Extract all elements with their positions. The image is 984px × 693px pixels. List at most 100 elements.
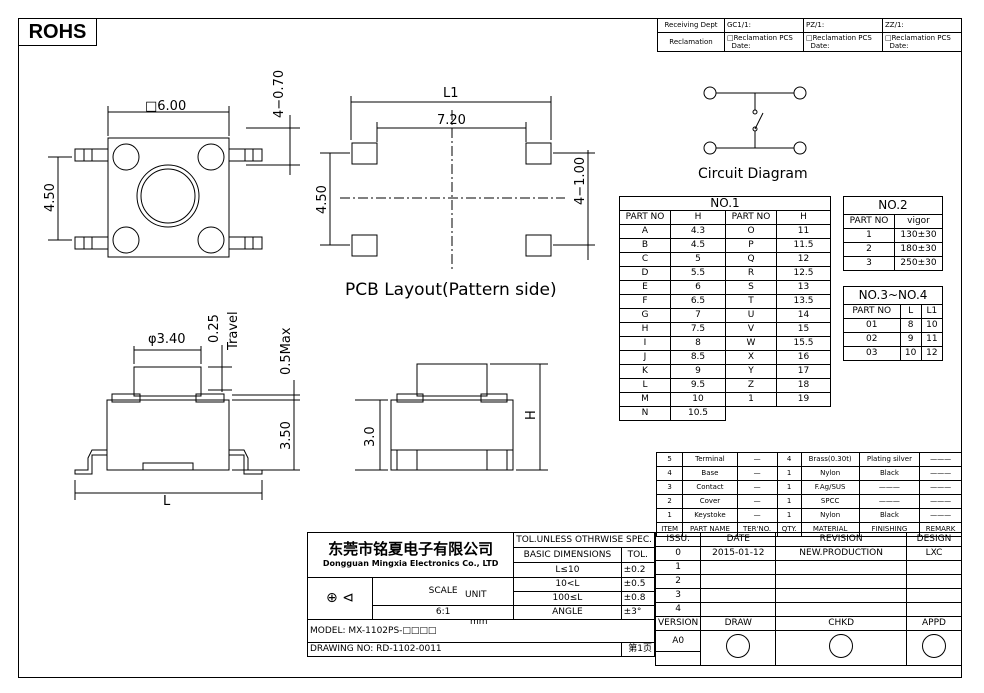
cell: 11	[776, 224, 831, 239]
cell: G	[619, 308, 671, 323]
cell	[726, 407, 777, 421]
cell: 5	[655, 452, 684, 467]
cell: R	[725, 266, 777, 281]
unit-label: UNIT	[465, 590, 487, 600]
design-val: LXC	[906, 546, 962, 561]
cell: A	[619, 224, 671, 239]
cell: 13.5	[776, 294, 831, 309]
cell	[906, 588, 962, 603]
tol-header: TOL.UNLESS OTHRWISE SPEC.	[513, 532, 655, 548]
no1-h3: H	[776, 210, 831, 225]
revision-label: REVISION	[775, 532, 907, 547]
cell: 1	[842, 228, 896, 243]
no2-h0: PART NO	[842, 214, 896, 229]
cell: 15.5	[776, 336, 831, 351]
drawing-row: DRAWING NO: RD-1102-0011	[307, 642, 622, 657]
no1-title: NO.1	[619, 196, 831, 211]
cell: 9	[670, 364, 726, 379]
scale-val: 6:1	[371, 605, 515, 620]
revision-block: ISSU. DATE REVISION DESIGN 0 2015-01-12 …	[654, 532, 962, 666]
cell: P	[725, 238, 777, 253]
reclamation-gc: □Reclamation PCS Date:	[724, 32, 804, 52]
model-val: MX-1102PS-□□□□	[348, 625, 437, 636]
cell: 8	[670, 336, 726, 351]
cell: 10	[899, 346, 922, 361]
version-label: VERSION	[654, 616, 702, 631]
cell: 12	[776, 252, 831, 267]
receiving-dept-cell: Receiving Dept	[657, 18, 725, 33]
cell: 5	[670, 252, 726, 267]
cell	[700, 574, 777, 589]
cell	[906, 574, 962, 589]
cell: —	[736, 508, 778, 523]
company-cn: 东莞市铭夏电子有限公司	[328, 540, 494, 558]
cell: K	[619, 364, 671, 379]
cell: F	[619, 294, 671, 309]
no2-h1: vigor	[894, 214, 943, 229]
cell: SPCC	[800, 494, 860, 509]
cell: ———	[858, 480, 921, 495]
cell: 4	[655, 466, 684, 481]
cell: 4.3	[670, 224, 726, 239]
gc-cell: GC1/1:	[724, 18, 804, 33]
receiving-table: Receiving Dept GC1/1: PZ/1: ZZ/1: Reclam…	[657, 18, 962, 52]
cell: 180±30	[894, 242, 943, 257]
cell: 14	[776, 308, 831, 323]
cell	[775, 574, 907, 589]
company-en: Dongguan Mingxia Electronics Co., LTD	[322, 559, 499, 568]
cell: 2	[842, 242, 896, 257]
no34-h2: L1	[920, 304, 944, 319]
cell	[700, 560, 777, 575]
cell: 18	[776, 378, 831, 393]
no1-h2: PART NO	[725, 210, 777, 225]
cell: —	[736, 494, 778, 509]
cell: Terminal	[682, 452, 738, 467]
rev-mark-2: 2	[654, 574, 702, 589]
cell: 1	[776, 494, 802, 509]
cell: 1	[776, 480, 802, 495]
cell: U	[725, 308, 777, 323]
cell: Nylon	[800, 466, 860, 481]
cell: 17	[776, 364, 831, 379]
cell: Black	[858, 466, 921, 481]
cell: Y	[725, 364, 777, 379]
drawing-frame	[18, 18, 962, 678]
cell: ANGLE	[513, 605, 622, 620]
chkd-stamp-icon	[775, 630, 907, 666]
cell	[775, 602, 907, 617]
cell: ———	[919, 508, 962, 523]
cell: 16	[776, 350, 831, 365]
cell: 100≤L	[513, 591, 622, 606]
cell: 10	[920, 318, 944, 333]
cell: 130±30	[894, 228, 943, 243]
draw-label: DRAW	[700, 616, 777, 631]
reclamation-pcs-2: □Reclamation PCS	[806, 34, 872, 42]
cell	[775, 588, 907, 603]
cell: 9.5	[670, 378, 726, 393]
date-1: Date:	[731, 42, 751, 50]
scale-label: SCALE	[371, 577, 515, 606]
version-val: A0	[654, 630, 702, 652]
title-block: 东莞市铭夏电子有限公司 Dongguan Mingxia Electronics…	[306, 532, 656, 657]
cell: O	[725, 224, 777, 239]
model-label: MODEL:	[310, 625, 346, 636]
cell: 19	[776, 392, 831, 407]
cell: ———	[919, 452, 962, 467]
cell: 7	[670, 308, 726, 323]
rev-mark-1: 1	[654, 560, 702, 575]
cell: S	[725, 280, 777, 295]
appd-label: APPD	[906, 616, 962, 631]
no1-h0: PART NO	[619, 210, 671, 225]
projection-symbol-icon: ⊕ ⊲	[307, 577, 373, 620]
zz-cell: ZZ/1:	[882, 18, 962, 33]
